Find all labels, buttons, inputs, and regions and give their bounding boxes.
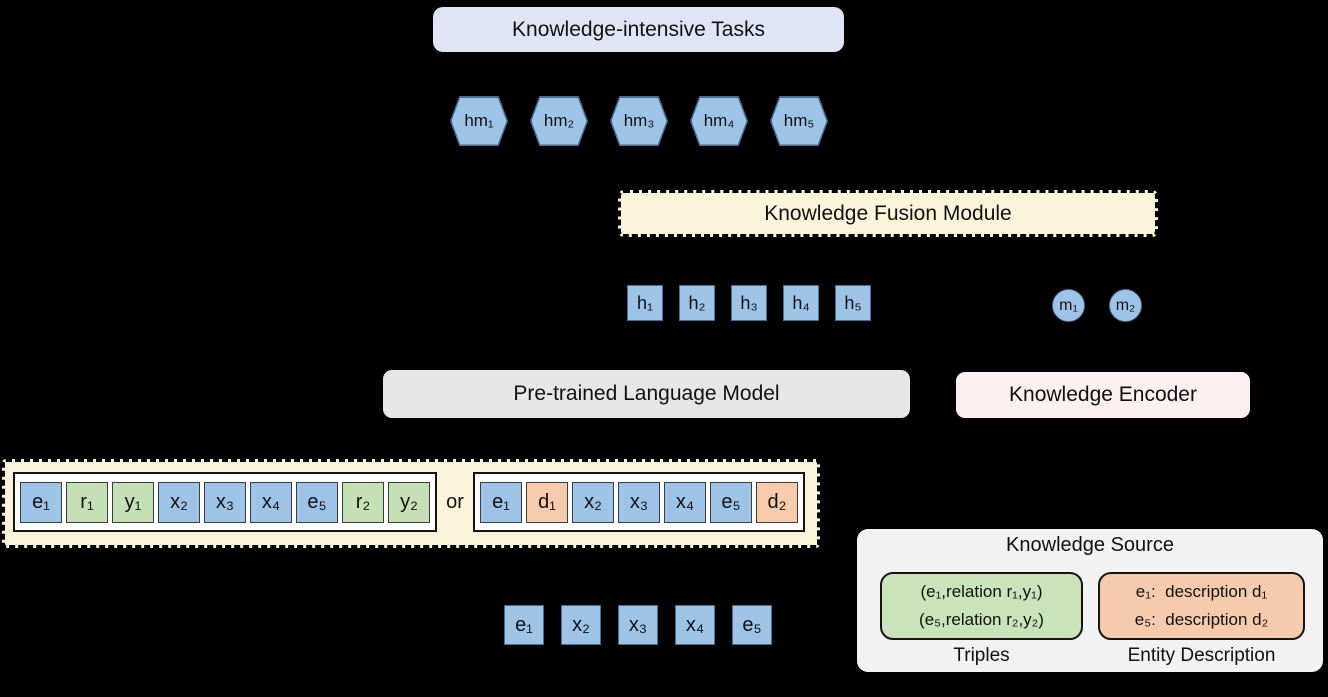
- hm3-label: hm₃: [611, 97, 667, 145]
- hm-hexagon-row: hm₁ hm₂ hm₃ hm₄ hm₅: [450, 96, 828, 146]
- knowledge-intensive-tasks-label: Knowledge-intensive Tasks: [512, 17, 765, 41]
- hm5-hexagon: hm₅: [770, 96, 828, 146]
- or-label: or: [446, 490, 464, 513]
- hm5-label: hm₅: [771, 97, 827, 145]
- m-token-row: m₁ m₂: [1052, 289, 1142, 322]
- h-token-row: h₁ h₂ h₃ h₄ h₅: [627, 285, 871, 321]
- knowledge-source-title: Knowledge Source: [1006, 534, 1174, 556]
- hm2-label: hm₂: [531, 97, 587, 145]
- input-token-x2: x₂: [561, 605, 601, 645]
- description-2: e₅: description d₂: [1134, 610, 1269, 629]
- triple-1: (e₁,relation r₁,y₁): [920, 582, 1043, 601]
- pretrained-language-model-label: Pre-trained Language Model: [513, 382, 780, 405]
- seq-b-token-x3: x₃: [618, 481, 660, 523]
- seq-b-token-e5: e₅: [710, 481, 752, 523]
- h5-token: h₅: [835, 285, 871, 321]
- h1-token: h₁: [627, 285, 663, 321]
- seq-b-token-x4: x₄: [664, 481, 706, 523]
- seq-a-token-x3: x₃: [204, 481, 246, 523]
- seq-a-token-x4: x₄: [250, 481, 292, 523]
- seq-a-token-r2: r₂: [342, 481, 384, 523]
- input-token-row: e₁ x₂ x₃ x₄ e₅: [504, 605, 772, 645]
- seq-a-token-y1: y₁: [112, 481, 154, 523]
- knowledge-intensive-tasks-box: Knowledge-intensive Tasks: [433, 7, 844, 52]
- seq-a-token-e5: e₅: [296, 481, 338, 523]
- triples-box: (e₁,relation r₁,y₁) (e₅,relation r₂,y₂): [880, 572, 1083, 640]
- hm3-hexagon: hm₃: [610, 96, 668, 146]
- input-token-e1: e₁: [504, 605, 544, 645]
- sequence-description-box: e₁ d₁ x₂ x₃ x₄ e₅ d₂: [473, 472, 805, 532]
- seq-b-token-e1: e₁: [480, 481, 522, 523]
- h3-token: h₃: [731, 285, 767, 321]
- triples-label: Triples: [953, 645, 1010, 666]
- seq-a-token-y2: y₂: [388, 481, 430, 523]
- description-1: e₁: description d₁: [1135, 582, 1268, 601]
- input-token-x4: x₄: [675, 605, 715, 645]
- seq-b-token-d2: d₂: [756, 481, 798, 523]
- m2-token: m₂: [1109, 289, 1142, 322]
- hm2-hexagon: hm₂: [530, 96, 588, 146]
- seq-b-token-x2: x₂: [572, 481, 614, 523]
- hm1-hexagon: hm₁: [450, 96, 508, 146]
- knowledge-fusion-module-label: Knowledge Fusion Module: [764, 201, 1012, 225]
- entity-description-label: Entity Description: [1127, 645, 1276, 666]
- seq-a-token-r1: r₁: [66, 481, 108, 523]
- knowledge-encoder-box: Knowledge Encoder: [956, 372, 1250, 418]
- hm4-label: hm₄: [691, 97, 747, 145]
- h2-token: h₂: [679, 285, 715, 321]
- seq-a-token-e1: e₁: [20, 481, 62, 523]
- triple-2: (e₅,relation r₂,y₂): [919, 610, 1044, 629]
- knowledge-source-box: Knowledge Source (e₁,relation r₁,y₁) (e₅…: [857, 529, 1323, 672]
- knowledge-fusion-module-box: Knowledge Fusion Module: [618, 190, 1158, 237]
- h4-token: h₄: [783, 285, 819, 321]
- knowledge-encoder-label: Knowledge Encoder: [1009, 383, 1197, 406]
- hm4-hexagon: hm₄: [690, 96, 748, 146]
- m1-token: m₁: [1052, 289, 1085, 322]
- pretrained-language-model-box: Pre-trained Language Model: [383, 370, 910, 418]
- seq-a-token-x2: x₂: [158, 481, 200, 523]
- input-token-e5: e₅: [732, 605, 772, 645]
- entity-description-box: e₁: description d₁ e₅: description d₂: [1098, 572, 1305, 640]
- hm1-label: hm₁: [451, 97, 507, 145]
- sequence-triples-box: e₁ r₁ y₁ x₂ x₃ x₄ e₅ r₂ y₂: [13, 472, 437, 532]
- seq-b-token-d1: d₁: [526, 481, 568, 523]
- input-token-x3: x₃: [618, 605, 658, 645]
